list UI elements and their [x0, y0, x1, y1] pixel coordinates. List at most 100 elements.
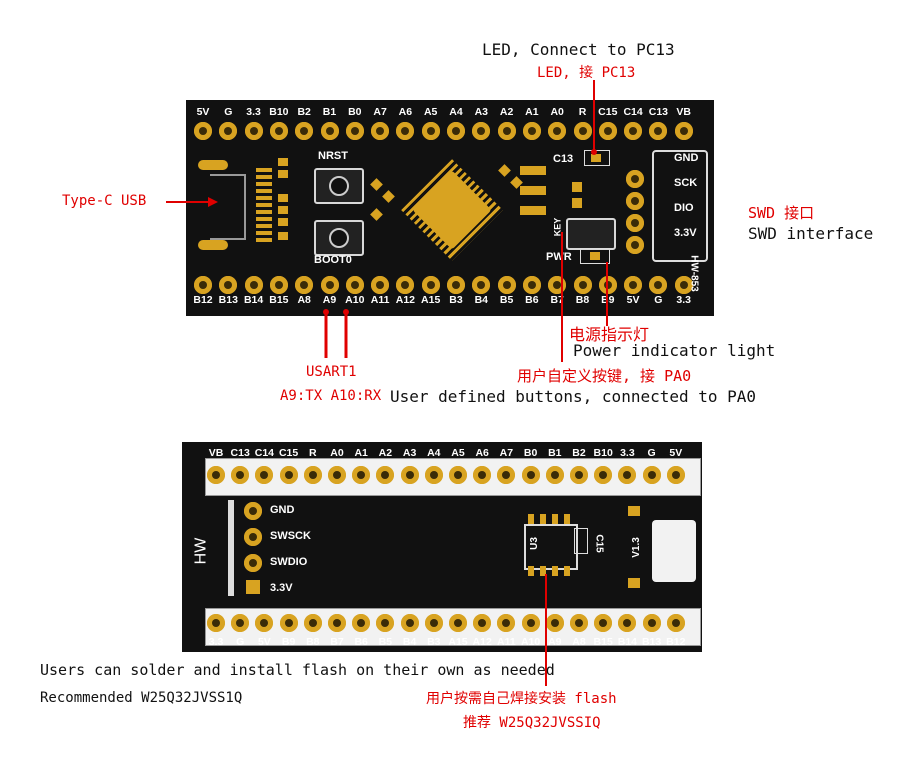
usb-shield-bottom	[652, 520, 696, 582]
pin-label: B10	[593, 447, 613, 459]
power-annotation-cn: 电源指示灯	[569, 325, 650, 344]
pin-pad	[371, 276, 390, 294]
pin-label: A11	[370, 294, 390, 306]
pin-pad	[570, 466, 588, 484]
pin-label: VB	[208, 447, 224, 459]
pin-pad	[649, 122, 668, 140]
usart-annotation-1: USART1	[306, 364, 357, 380]
pin-pad	[624, 122, 643, 140]
pin-pad	[400, 466, 419, 484]
pin-pad	[400, 614, 419, 632]
key-button[interactable]	[566, 218, 616, 250]
pin-label: 5V	[669, 447, 683, 459]
swd-pin-label: DIO	[674, 202, 694, 214]
pin-pad	[255, 466, 274, 484]
pin-pad	[497, 276, 516, 294]
pin-label: B9	[281, 636, 296, 648]
pin-label: 3.3	[676, 294, 691, 306]
pin-pad	[473, 614, 492, 632]
pin-label: C14	[254, 447, 275, 459]
pin-label: A2	[378, 447, 393, 459]
led-annotation-en: LED, Connect to PC13	[482, 40, 675, 59]
pin-pad	[244, 122, 263, 140]
pin-pad	[352, 466, 371, 484]
boot0-button[interactable]	[314, 220, 364, 256]
pin-pad	[424, 614, 443, 632]
pin-label: A9	[548, 636, 562, 648]
user-button-annotation-en: User defined buttons, connected to PA0	[390, 387, 757, 406]
flash-footprint	[520, 514, 580, 576]
smd-part	[628, 506, 640, 516]
pin-label: 5V	[257, 636, 271, 648]
pin-pad	[194, 122, 212, 140]
swd-header	[622, 166, 648, 256]
pin-pad	[219, 276, 238, 294]
pin-label: A8	[572, 636, 586, 648]
swd-pin-label: SCK	[674, 177, 698, 189]
pin-label: A5	[423, 106, 438, 118]
pin-pad	[396, 276, 415, 294]
pin-pad	[231, 614, 250, 632]
pin-pad	[421, 122, 440, 140]
pin-pad	[472, 122, 491, 140]
pin-pad	[328, 614, 346, 632]
pin-label: A1	[525, 106, 539, 118]
smd-part	[278, 218, 288, 226]
pin-pad	[618, 466, 637, 484]
pin-pad	[497, 466, 516, 484]
pin-label: B12	[666, 636, 686, 648]
swd-pads-bottom	[244, 502, 264, 598]
pin-pad	[472, 276, 491, 294]
pin-label: B15	[593, 636, 613, 648]
swd-pin-label: 3.3V	[674, 227, 697, 239]
pin-label: VB	[676, 106, 691, 118]
pin-pad	[303, 614, 322, 632]
pin-pad	[624, 276, 643, 294]
pin-label: A5	[451, 447, 465, 459]
pin-pad	[570, 614, 588, 632]
pin-pad	[269, 122, 288, 140]
smd-part	[520, 206, 546, 215]
pin-pad	[328, 466, 346, 484]
pin-pad	[642, 614, 661, 632]
pin-label: A4	[427, 447, 441, 459]
pin-label: C15	[598, 106, 618, 118]
pin-label: C14	[623, 106, 643, 118]
pin-label: B4	[474, 294, 489, 306]
pin-label: B14	[617, 636, 638, 648]
pin-label: 3.3	[246, 106, 261, 118]
pin-pad	[548, 122, 567, 140]
pin-pad	[424, 466, 443, 484]
pin-pad	[573, 276, 592, 294]
usb-connector	[190, 160, 250, 250]
pin-label: A3	[474, 106, 489, 118]
pin-label: R	[578, 106, 587, 118]
pin-pad	[207, 466, 225, 484]
smd-part	[520, 186, 546, 195]
silk-c13: C13	[553, 153, 574, 165]
usb-pads	[256, 168, 272, 244]
swd-label-box	[652, 150, 708, 262]
pin-label: A12	[472, 636, 492, 648]
swd-pin-label: SWSCK	[270, 530, 311, 542]
pin-pad	[320, 276, 339, 294]
smd-part	[278, 206, 288, 214]
pin-label: B10	[269, 106, 289, 118]
led-annotation-cn: LED, 接 PC13	[537, 65, 636, 81]
pin-pad	[320, 122, 339, 140]
pin-label: B13	[218, 294, 238, 306]
pin-label: B6	[525, 294, 539, 306]
pin-label: A10	[345, 294, 365, 306]
pin-label: G	[654, 294, 663, 306]
pin-label: C13	[230, 447, 250, 459]
power-annotation-en: Power indicator light	[573, 341, 776, 360]
nrst-button[interactable]	[314, 168, 364, 204]
pin-label: B8	[575, 294, 590, 306]
pin-pad	[352, 614, 371, 632]
pin-pad	[449, 614, 467, 632]
pin-pad	[594, 614, 613, 632]
pin-pad	[521, 466, 540, 484]
pin-label: A4	[449, 106, 463, 118]
pin-label: B7	[330, 636, 344, 648]
pin-label: A15	[448, 636, 468, 648]
